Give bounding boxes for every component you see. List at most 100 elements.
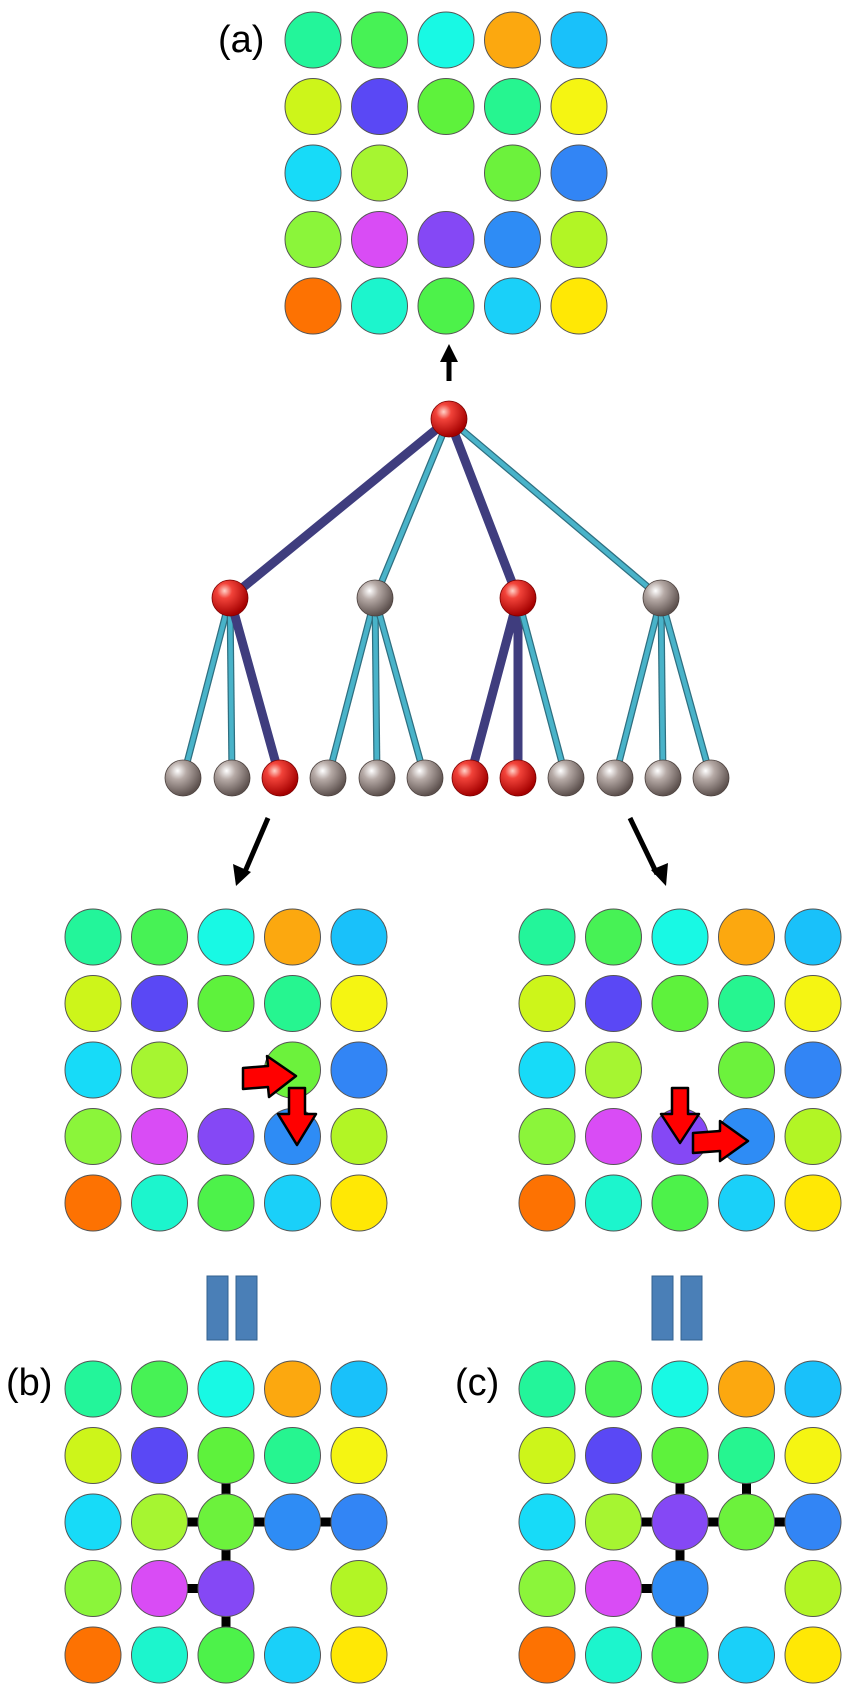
lattice-site bbox=[264, 1626, 321, 1684]
lattice-site bbox=[417, 78, 475, 135]
lattice-site bbox=[330, 1360, 388, 1418]
left-move-grid bbox=[64, 908, 388, 1232]
panel-c-bonds bbox=[613, 1455, 813, 1655]
lattice-site bbox=[264, 908, 321, 966]
lattice-site bbox=[197, 1626, 255, 1684]
lattice-site bbox=[330, 908, 388, 966]
tree-edge bbox=[612, 597, 664, 779]
tree-edge-path bbox=[444, 414, 523, 603]
tree-leaf-node bbox=[406, 759, 444, 797]
lattice-site bbox=[484, 211, 541, 268]
lattice-site bbox=[484, 11, 541, 69]
lattice-site bbox=[131, 1626, 188, 1684]
lattice-site bbox=[330, 975, 388, 1032]
lattice-site bbox=[131, 1493, 188, 1551]
lattice-site bbox=[585, 1626, 642, 1684]
lattice-site bbox=[197, 975, 255, 1032]
lattice-site bbox=[351, 144, 408, 202]
tree-edge bbox=[372, 418, 452, 599]
equals-sign-left bbox=[206, 1275, 258, 1341]
lattice-site bbox=[718, 975, 775, 1032]
lattice-site bbox=[518, 1108, 576, 1165]
tree-leaf-node bbox=[358, 759, 396, 797]
right-down-arrow-shaft bbox=[627, 816, 660, 876]
move-arrow-right bbox=[691, 1119, 750, 1163]
lattice-site bbox=[550, 11, 608, 69]
equals-bar bbox=[235, 1275, 258, 1341]
lattice-site bbox=[264, 1493, 321, 1551]
lattice-site bbox=[330, 1626, 388, 1684]
lattice-site bbox=[518, 1360, 576, 1418]
lattice-site bbox=[131, 908, 188, 966]
lattice-site bbox=[330, 1174, 388, 1232]
lattice-site bbox=[197, 908, 255, 966]
lattice-site bbox=[284, 144, 342, 202]
tree-leaf-node bbox=[596, 759, 634, 797]
up-arrow-head bbox=[440, 344, 458, 362]
tree-branch-node bbox=[642, 579, 680, 617]
tree-leaf-node bbox=[164, 759, 202, 797]
tree-edge bbox=[372, 597, 428, 779]
left-down-arrow bbox=[233, 817, 271, 886]
lattice-site bbox=[518, 1560, 576, 1617]
lattice-site bbox=[64, 1626, 122, 1684]
lattice-site bbox=[197, 1427, 255, 1484]
lattice-site bbox=[651, 1493, 709, 1551]
tree-edge bbox=[180, 597, 233, 779]
lattice-site bbox=[518, 1493, 576, 1551]
lattice-site bbox=[197, 1360, 255, 1418]
lattice-site bbox=[518, 1427, 576, 1484]
lattice-site bbox=[351, 277, 408, 335]
search-tree bbox=[164, 400, 730, 797]
lattice-site bbox=[718, 1427, 775, 1484]
tree-branch-node bbox=[499, 579, 537, 617]
lattice-site bbox=[585, 1360, 642, 1418]
lattice-site bbox=[718, 1493, 775, 1551]
lattice-site bbox=[484, 78, 541, 135]
lattice-site bbox=[484, 277, 541, 335]
lattice-site bbox=[64, 1493, 122, 1551]
lattice-site bbox=[784, 908, 842, 966]
tree-edge bbox=[658, 597, 714, 779]
lattice-site bbox=[64, 1174, 122, 1232]
lattice-site bbox=[131, 975, 188, 1032]
lattice-site bbox=[651, 908, 709, 966]
lattice-site bbox=[585, 1560, 642, 1617]
lattice-site bbox=[131, 1427, 188, 1484]
tree-leaf-node bbox=[451, 759, 489, 797]
tree-edges bbox=[179, 414, 715, 783]
up-arrow bbox=[440, 344, 458, 381]
tree-branch-node bbox=[356, 579, 394, 617]
lattice-site bbox=[264, 1174, 321, 1232]
lattice-site bbox=[518, 1041, 576, 1099]
tree-edge-path bbox=[225, 414, 454, 603]
tree-branch-node bbox=[211, 579, 249, 617]
lattice-site bbox=[784, 975, 842, 1032]
lattice-site bbox=[518, 1626, 576, 1684]
lattice-site bbox=[284, 211, 342, 268]
lattice-site bbox=[585, 1427, 642, 1484]
lattice-site bbox=[585, 1108, 642, 1165]
lattice-site bbox=[784, 1108, 842, 1165]
tree-edge bbox=[372, 597, 380, 779]
lattice-site bbox=[651, 1626, 709, 1684]
lattice-site bbox=[784, 1626, 842, 1684]
tree-leaf-node bbox=[547, 759, 585, 797]
lattice-site bbox=[550, 144, 608, 202]
lattice-site bbox=[64, 1360, 122, 1418]
lattice-site bbox=[264, 1360, 321, 1418]
lattice-site bbox=[64, 1427, 122, 1484]
lattice-site bbox=[351, 211, 408, 268]
lattice-site bbox=[718, 908, 775, 966]
lattice-site bbox=[784, 1493, 842, 1551]
lattice-site bbox=[585, 1493, 642, 1551]
lattice-site bbox=[651, 1427, 709, 1484]
panel-a-grid bbox=[284, 11, 608, 335]
lattice-site bbox=[284, 277, 342, 335]
equals-bar bbox=[651, 1275, 674, 1341]
tree-leaf-node bbox=[309, 759, 347, 797]
equals-bar bbox=[206, 1275, 229, 1341]
lattice-site bbox=[784, 1041, 842, 1099]
lattice-site bbox=[330, 1560, 388, 1617]
